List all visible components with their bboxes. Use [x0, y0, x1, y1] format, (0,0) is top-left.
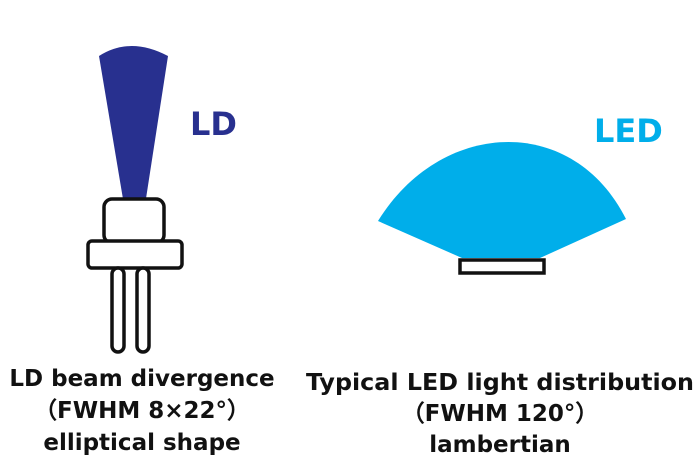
ld-package [86, 197, 184, 354]
ld-caption-line2: （FWHM 8×22°） [34, 397, 250, 424]
led-chip [458, 258, 546, 275]
ld-pin-right [135, 266, 151, 354]
led-label: LED [594, 112, 663, 150]
led-caption-line1: Typical LED light distribution [306, 370, 694, 396]
ld-beam [99, 46, 168, 205]
ld-caption-line3: elliptical shape [43, 430, 240, 456]
ld-caption-line1: LD beam divergence [9, 366, 274, 392]
led-caption-line3: lambertian [429, 432, 571, 458]
led-caption-line2: （FWHM 120°） [402, 400, 599, 427]
led-beam [378, 141, 626, 258]
ld-caption: LD beam divergence （FWHM 8×22°） elliptic… [9, 366, 274, 456]
ld-cap [102, 197, 166, 245]
ld-flange [86, 239, 184, 270]
ld-label: LD [190, 105, 237, 143]
ld-pin-left [110, 266, 126, 354]
led-caption: Typical LED light distribution （FWHM 120… [306, 370, 694, 458]
